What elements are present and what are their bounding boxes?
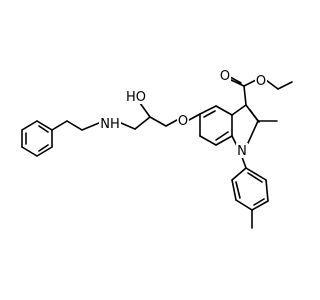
indole-nitrogen-label: N bbox=[237, 144, 247, 159]
ester-oxygen-label: O bbox=[256, 74, 266, 89]
hydroxyl-label: HO bbox=[126, 90, 146, 105]
ether-oxygen-label: O bbox=[178, 114, 188, 129]
phenyl-ring bbox=[21, 120, 53, 157]
hydroxypropyl-chain bbox=[120, 102, 201, 130]
atom-carbonyl-oxygen: O bbox=[219, 68, 231, 84]
phenethyl-chain bbox=[51, 120, 100, 131]
carbonyl-oxygen-label: O bbox=[220, 69, 230, 84]
atom-hydroxyl: HO bbox=[125, 89, 147, 105]
molecule-structure: HO NH O O O N bbox=[21, 68, 293, 229]
atom-ester-oxygen: O bbox=[255, 73, 267, 89]
indole-benzene-ring bbox=[199, 105, 233, 146]
amine-label: NH bbox=[100, 117, 120, 132]
tolyl-group bbox=[231, 156, 269, 229]
structure-canvas: HO NH O O O N bbox=[21, 68, 293, 229]
indole-pyrrole-ring bbox=[231, 104, 260, 149]
atom-ether-oxygen: O bbox=[177, 113, 189, 129]
ethyl-ester bbox=[229, 76, 293, 106]
atom-indole-nitrogen: N bbox=[236, 143, 248, 159]
atom-amine: NH bbox=[99, 116, 121, 132]
